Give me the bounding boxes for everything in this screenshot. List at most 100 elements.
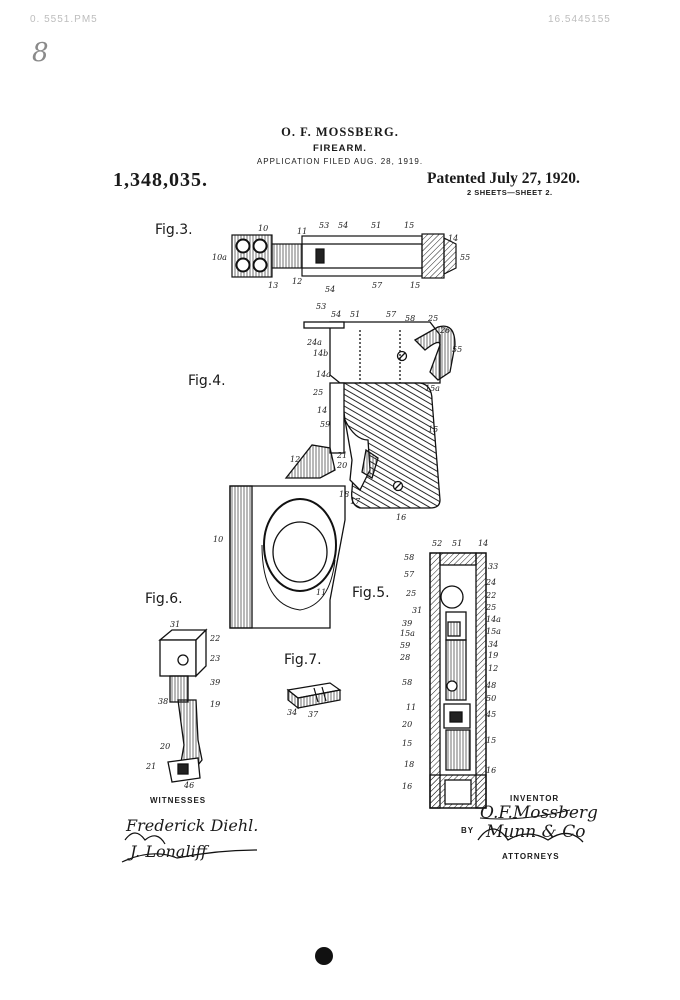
fig5-label: 58 — [402, 678, 413, 687]
fig5-label: 59 — [400, 641, 411, 650]
application-date: APPLICATION FILED AUG. 28, 1919. — [256, 157, 424, 166]
witness-signature-1: Frederick Diehl. — [126, 816, 259, 835]
fig5-label: 24 — [486, 578, 497, 587]
fig4-label: 15 — [428, 425, 439, 434]
fig4-label: 55 — [452, 345, 463, 354]
fig6-caption: Fig.6. — [145, 591, 183, 607]
fig6-label: 22 — [210, 634, 221, 643]
fig5-label: 58 — [404, 553, 415, 562]
fig5-label: 51 — [452, 539, 463, 548]
fig5-label: 15a — [486, 627, 501, 636]
fig4-label: 51 — [350, 310, 361, 319]
fig6-label: 46 — [184, 781, 195, 790]
fig4-label: 16 — [396, 513, 407, 522]
attorney-signature: Munn & Co — [486, 822, 586, 842]
fig4-label: 15a — [425, 384, 440, 393]
fig5-label: 15 — [486, 736, 497, 745]
inventor-label: INVENTOR — [510, 794, 560, 803]
fig5-label: 25 — [486, 603, 497, 612]
fig3-label: 15 — [410, 281, 421, 290]
fig6-drawing — [158, 628, 208, 783]
fig6-label: 20 — [160, 742, 171, 751]
inventor-name: O. F. MOSSBERG. — [281, 125, 399, 139]
fig6-label: 39 — [210, 678, 221, 687]
fig5-label: 34 — [488, 640, 499, 649]
fig4-label: 10 — [213, 535, 224, 544]
fig4-label: 14b — [313, 349, 329, 358]
fig3-label: 13 — [268, 281, 279, 290]
fig4-caption: Fig.4. — [188, 373, 226, 389]
fig7-label: 34 — [287, 708, 298, 717]
fig5-caption: Fig.5. — [352, 585, 390, 601]
witness-signature-2: J. Lonaliff — [130, 842, 208, 861]
fig3-label: 15 — [404, 221, 415, 230]
fig5-label: 39 — [402, 619, 413, 628]
fig5-label: 14a — [486, 615, 501, 624]
fig3-label: 10a — [212, 253, 227, 262]
fig4-label: 59 — [320, 420, 331, 429]
fig7-drawing — [286, 682, 342, 710]
fig6-label: 21 — [146, 762, 157, 771]
fig4-label: 12 — [290, 455, 301, 464]
fig5-label: 14 — [478, 539, 489, 548]
fig5-label: 12 — [488, 664, 499, 673]
pencil-mark: 8 — [32, 38, 49, 68]
attorneys-label: ATTORNEYS — [502, 852, 560, 861]
fig5-label: 31 — [412, 606, 423, 615]
fig6-label: 38 — [158, 697, 169, 706]
fig3-label: 55 — [460, 253, 471, 262]
fig4-label: 53 — [316, 302, 327, 311]
fig5-label: 48 — [486, 681, 497, 690]
fig3-label: 11 — [297, 227, 308, 236]
fig5-label: 22 — [486, 591, 497, 600]
fig3-caption: Fig.3. — [155, 222, 193, 238]
fig5-label: 20 — [402, 720, 413, 729]
ink-blot — [315, 947, 333, 965]
inventor-signature: O.F.Mossberg — [480, 803, 598, 823]
fig4-label: 14a — [316, 370, 331, 379]
fig5-label: 45 — [486, 710, 497, 719]
fig5-label: 18 — [404, 760, 415, 769]
fig5-label: 19 — [488, 651, 499, 660]
fig5-label: 57 — [404, 570, 415, 579]
fig4-label: 18 — [339, 490, 350, 499]
archive-stamp-left: 0. 5551.PM5 — [30, 14, 98, 25]
fig5-label: 16 — [402, 782, 413, 791]
fig5-label: 16 — [486, 766, 497, 775]
fig5-label: 28 — [400, 653, 411, 662]
fig7-caption: Fig.7. — [284, 652, 322, 668]
fig4-drawing — [229, 321, 456, 629]
fig3-label: 54 — [338, 221, 349, 230]
fig5-drawing — [429, 552, 487, 809]
fig6-label: 23 — [210, 654, 221, 663]
sheet-count: 2 SHEETS—SHEET 2. — [467, 188, 553, 197]
archive-stamp-right: 16.5445155 — [548, 14, 611, 25]
fig4-label: 14 — [317, 406, 328, 415]
fig4-label: 21 — [337, 451, 348, 460]
fig5-label: 33 — [488, 562, 499, 571]
fig4-label: 26 — [440, 326, 451, 335]
fig4-label: 17 — [350, 497, 361, 506]
fig3-label: 10 — [258, 224, 269, 233]
fig5-label: 11 — [406, 703, 417, 712]
fig3-label: 53 — [319, 221, 330, 230]
patent-number: 1,348,035. — [113, 169, 208, 191]
fig5-label: 25 — [406, 589, 417, 598]
patent-title: FIREARM. — [313, 143, 367, 154]
fig4-label: 11 — [316, 588, 327, 597]
fig3-label: 14 — [448, 234, 459, 243]
fig7-label: 37 — [308, 710, 319, 719]
fig5-label: 52 — [432, 539, 443, 548]
by-label: BY — [461, 826, 475, 835]
patent-date: Patented July 27, 1920. — [427, 170, 580, 187]
fig3-label: 57 — [372, 281, 383, 290]
fig4-label: 54 — [331, 310, 342, 319]
fig4-label: 24a — [307, 338, 322, 347]
fig4-label: 20 — [337, 461, 348, 470]
fig4-label: 25 — [313, 388, 324, 397]
fig3-drawing — [231, 233, 457, 279]
fig3-label: 51 — [371, 221, 382, 230]
fig5-label: 15 — [402, 739, 413, 748]
